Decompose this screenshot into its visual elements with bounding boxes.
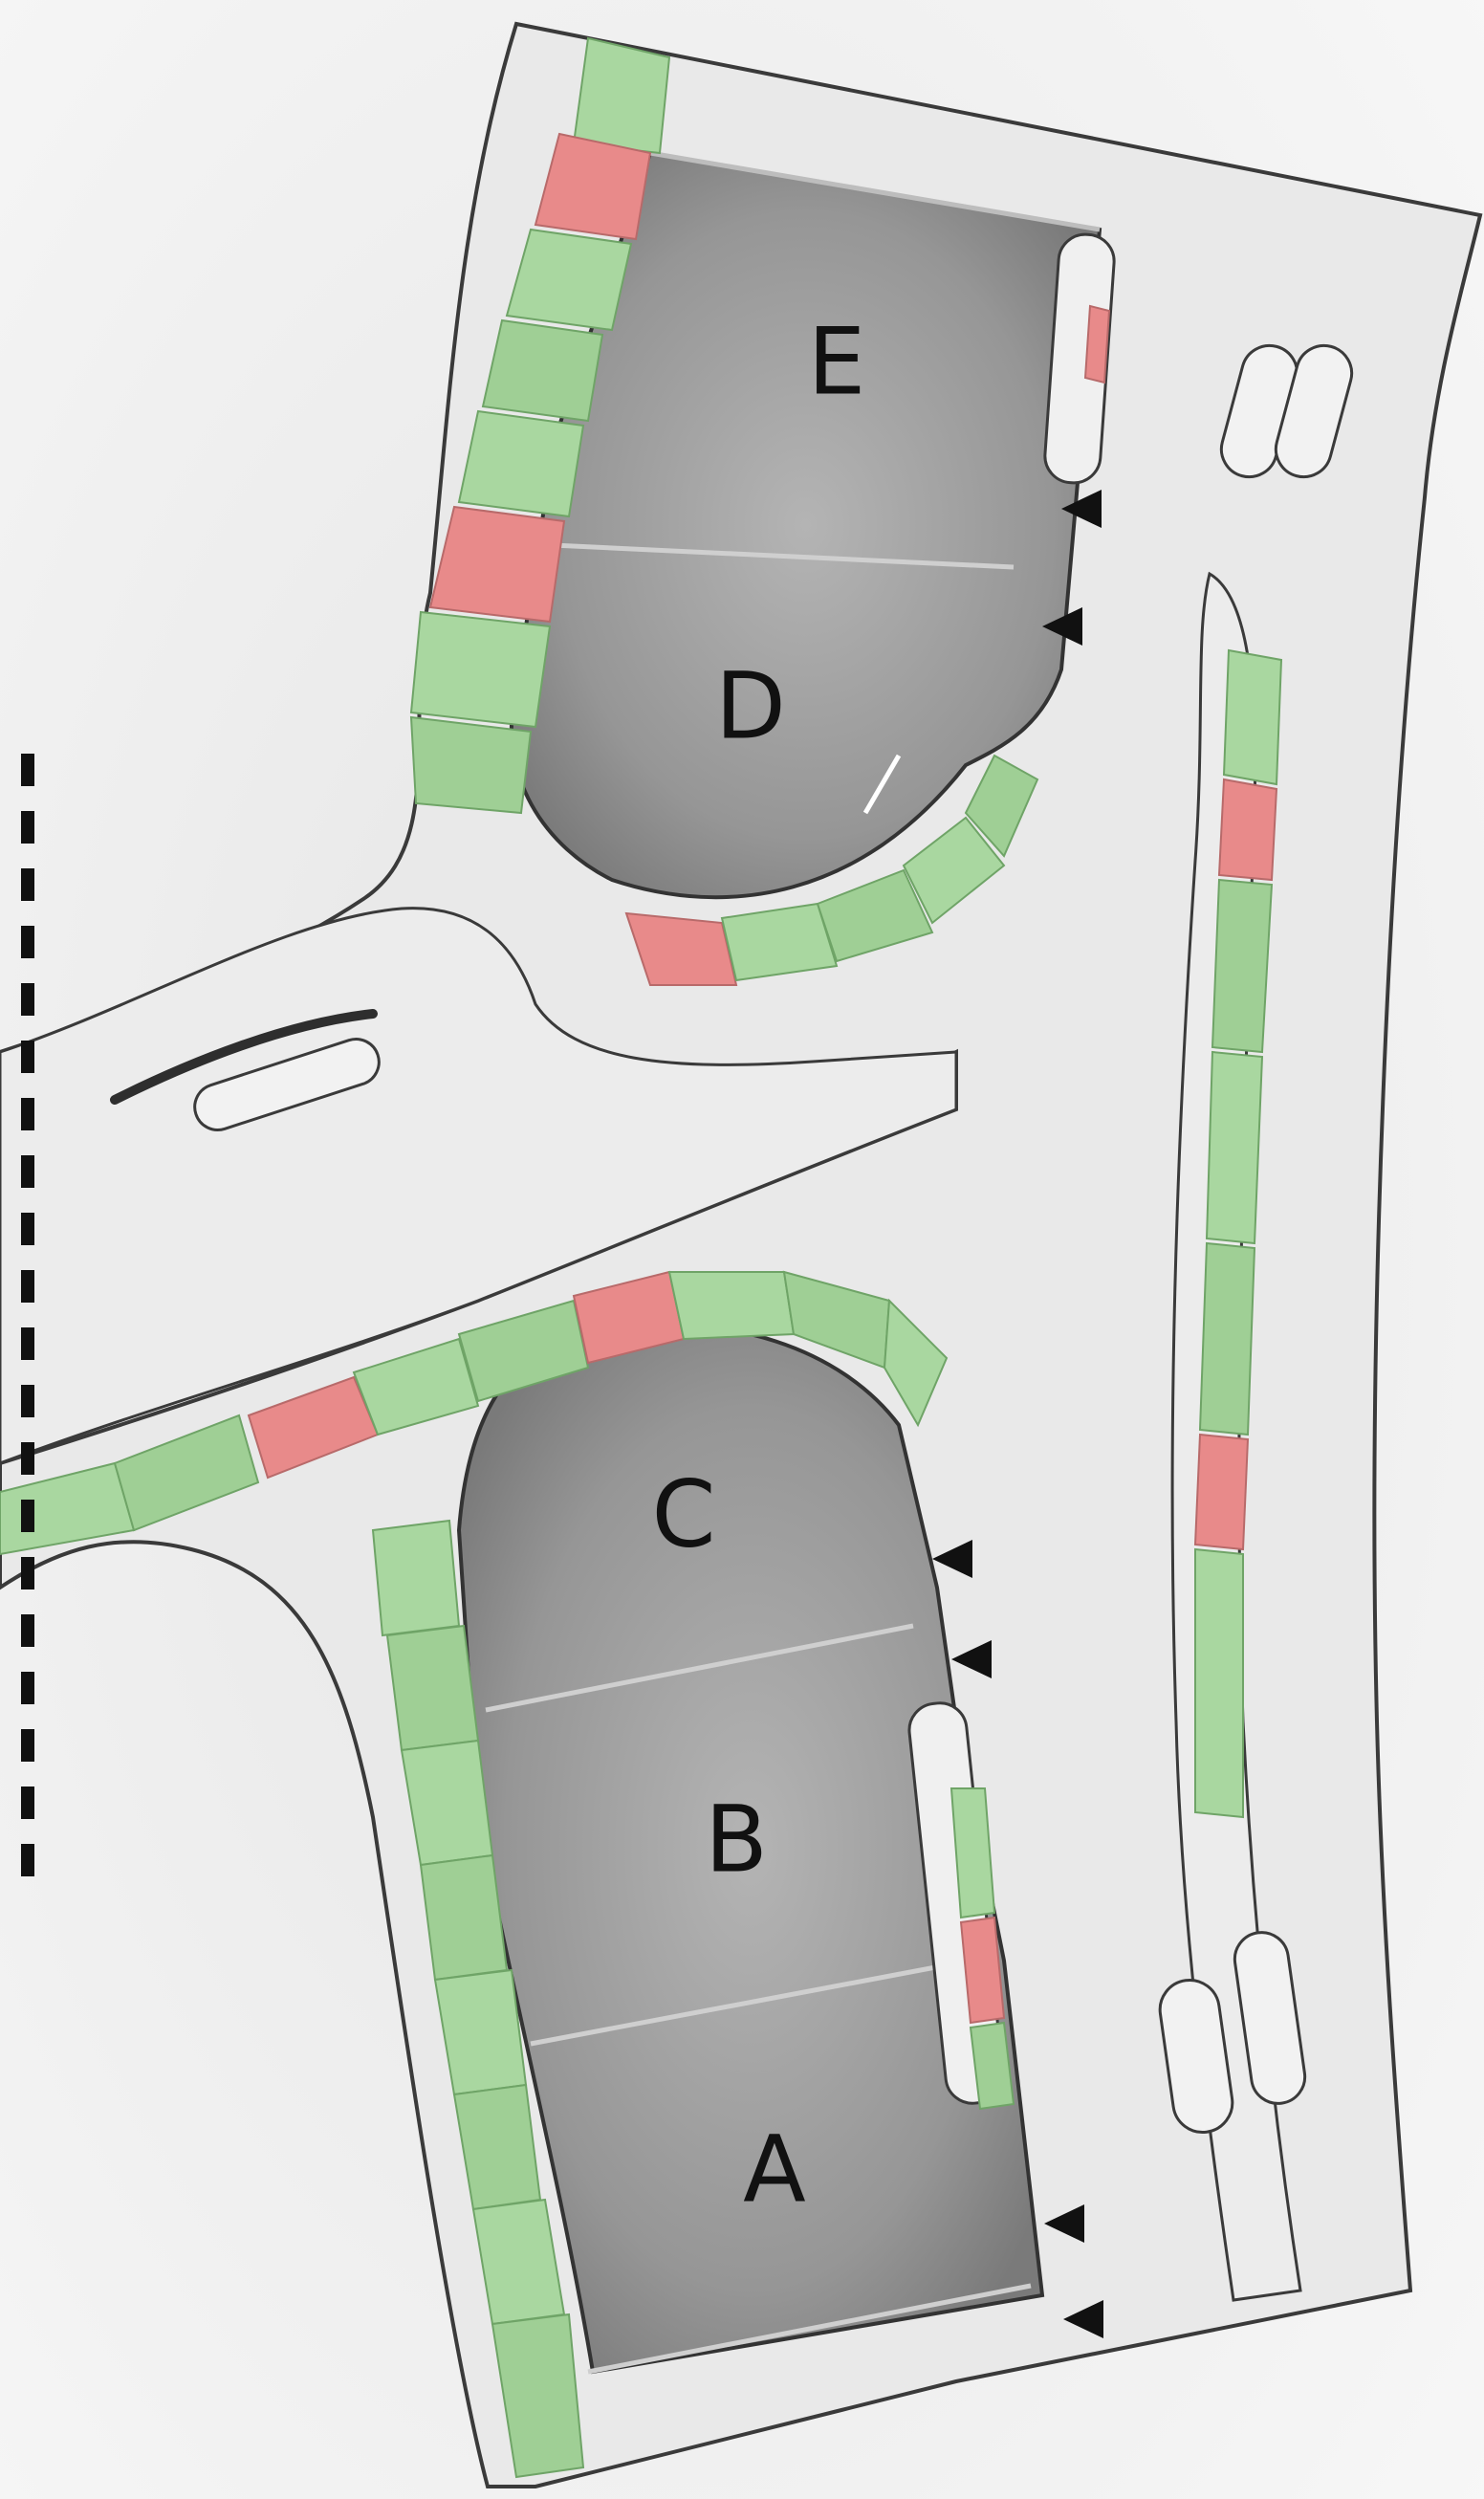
- segment-label-e: E: [808, 308, 866, 415]
- segment-label-c: C: [651, 1460, 715, 1567]
- segment-label-d: D: [715, 652, 786, 759]
- segment-label-a: A: [743, 2115, 806, 2223]
- segment-label-b: B: [705, 1786, 768, 1893]
